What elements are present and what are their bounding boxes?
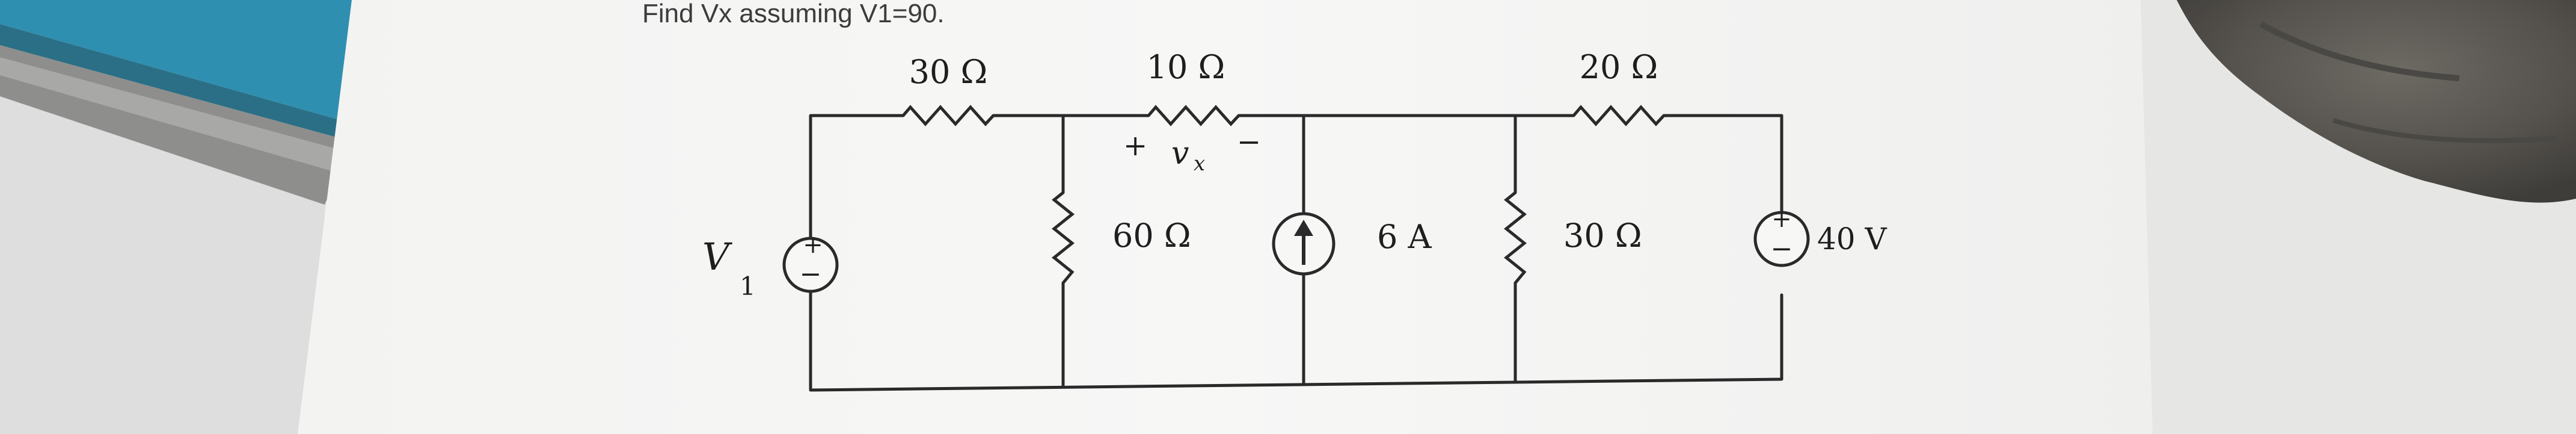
vx-subscript: x bbox=[1194, 152, 1205, 176]
voltage-source-label: 40 V bbox=[1817, 222, 1888, 256]
resistor-10-ohm-top-middle bbox=[1147, 105, 1240, 126]
book-pages-highlight bbox=[0, 57, 343, 172]
vx-minus-sign: − bbox=[1237, 125, 1261, 159]
v1-symbol: V bbox=[702, 235, 733, 279]
resistor-60-ohm-shunt bbox=[1051, 191, 1075, 284]
vx-symbol: v bbox=[1171, 135, 1189, 172]
current-source-6a bbox=[1272, 212, 1336, 276]
teal-book bbox=[0, 0, 352, 123]
vx-plus-sign: + bbox=[1123, 129, 1147, 163]
teal-book-edge bbox=[0, 24, 352, 141]
voltage-source-v1: + − bbox=[782, 231, 839, 293]
question-text: Find Vx assuming V1=90. bbox=[642, 0, 945, 28]
cloth-fold bbox=[2259, 21, 2460, 81]
v1-subscript: 1 bbox=[740, 271, 756, 301]
v40-minus-sign: − bbox=[1771, 234, 1793, 264]
resistor-label-top-right: 20 Ω bbox=[1580, 48, 1658, 86]
v1-minus-sign: − bbox=[800, 259, 822, 290]
resistor-label-shunt-left: 60 Ω bbox=[1112, 217, 1191, 255]
wire bbox=[1662, 114, 1783, 231]
resistor-20-ohm-top-right bbox=[1572, 105, 1665, 126]
resistor-30-ohm-top-left bbox=[902, 105, 995, 126]
voltage-source-40v: + − bbox=[1753, 205, 1810, 267]
resistor-30-ohm-shunt bbox=[1503, 191, 1527, 284]
resistor-label-top-left: 30 Ω bbox=[909, 53, 988, 91]
arrow-up-head-icon bbox=[1294, 220, 1313, 236]
v1-plus-sign: + bbox=[803, 231, 823, 259]
dark-cloth bbox=[2177, 0, 2576, 203]
worksheet-paper bbox=[298, 0, 2153, 434]
resistor-label-shunt-right: 30 Ω bbox=[1563, 217, 1642, 255]
resistor-label-top-middle: 10 Ω bbox=[1147, 48, 1225, 86]
wire bbox=[809, 290, 1783, 392]
v40-plus-sign: + bbox=[1771, 205, 1792, 233]
wire bbox=[809, 114, 905, 240]
circuit-wires bbox=[809, 114, 1783, 392]
current-source-label: 6 A bbox=[1377, 218, 1432, 256]
cloth-fold bbox=[2332, 118, 2556, 143]
